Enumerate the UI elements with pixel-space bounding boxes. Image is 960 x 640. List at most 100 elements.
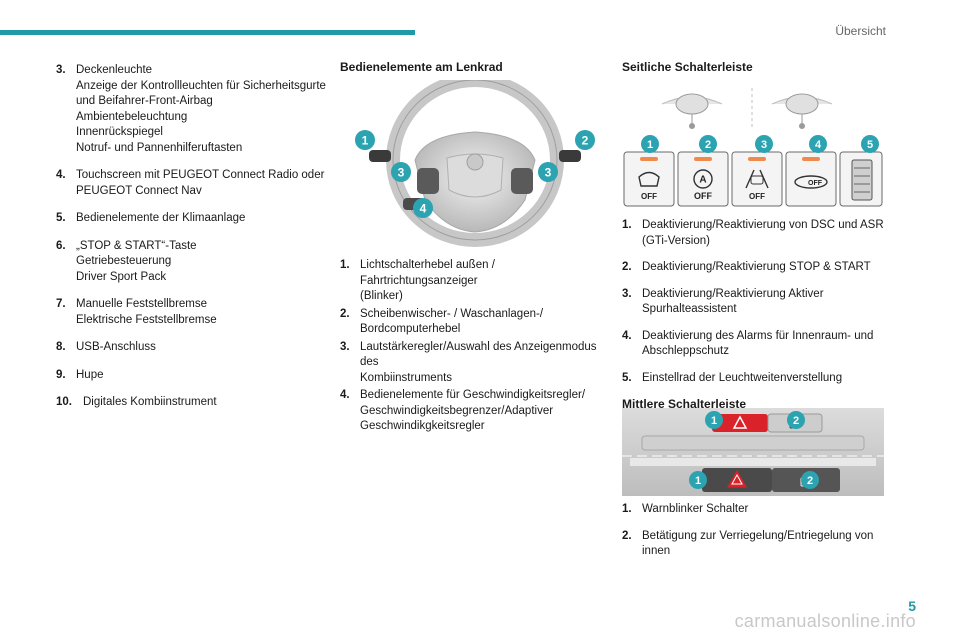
item-number: 1. <box>622 503 632 515</box>
svg-text:4: 4 <box>420 202 427 216</box>
item-text: Kombiinstruments <box>360 371 453 384</box>
list-item: 10. Digitales Kombiinstrument <box>56 395 326 411</box>
svg-text:OFF: OFF <box>808 180 823 187</box>
item-text: Digitales Kombiinstrument <box>83 396 217 408</box>
item-text: Notruf- und Pannenhilferuftasten <box>76 141 243 154</box>
side-switch-panel-figure: OFF A OFF OFF OFF 1 2 3 <box>623 88 883 207</box>
center-switch-panel-heading: Mittlere Schalterleiste <box>622 397 747 411</box>
watermark: carmanualsonline.info <box>734 611 916 631</box>
svg-text:OFF: OFF <box>641 192 657 201</box>
steering-controls-heading: Bedienelemente am Lenkrad <box>340 60 503 74</box>
item-number: 3. <box>56 64 66 76</box>
item-number: 3. <box>622 287 632 300</box>
list-item: 4. Bedienelemente für Geschwindigkeitsre… <box>340 388 610 435</box>
item-number: 7. <box>56 298 66 310</box>
left-stalk <box>369 150 391 162</box>
svg-text:2: 2 <box>793 415 799 427</box>
list-item: 4. Touchscreen mit PEUGEOT Connect Radio… <box>56 168 326 199</box>
item-text: Betätigung zur Verriegelung/Entriegelung… <box>642 529 874 542</box>
item-number: 3. <box>340 340 350 353</box>
item-text: „STOP & START“-Taste <box>76 239 197 252</box>
side-switch-panel-heading: Seitliche Schalterleiste <box>622 60 753 74</box>
item-text: Touchscreen mit PEUGEOT Connect Radio od… <box>76 169 325 181</box>
peugeot-logo-icon <box>466 153 484 171</box>
switch-callout-1: 1 <box>641 135 659 153</box>
item-number: 2. <box>622 261 632 273</box>
mini-dashboard-diagram <box>661 88 833 129</box>
list-item: 2. Betätigung zur Verriegelung/Entriegel… <box>622 529 887 560</box>
item-text: Abschleppschutz <box>642 345 729 357</box>
column-1: 3. Deckenleuchte Anzeige der Kontrollleu… <box>56 63 326 423</box>
callout-3-left: 3 <box>391 162 411 182</box>
item-text: Scheibenwischer- / Waschanlagen-/ <box>360 307 544 320</box>
svg-text:3: 3 <box>398 166 405 180</box>
item-text: Manuelle Feststellbremse <box>76 298 208 310</box>
switch-2: A OFF <box>677 151 729 207</box>
item-number: 4. <box>56 169 66 181</box>
list-item: 3. Deaktivierung/Reaktivierung Aktiver S… <box>622 287 887 318</box>
svg-text:5: 5 <box>867 139 873 151</box>
item-number: 4. <box>340 389 350 401</box>
item-number: 6. <box>56 239 66 252</box>
item-text: Lautstärkeregler/Auswahl des Anzeigenmod… <box>360 340 597 369</box>
svg-text:2: 2 <box>705 139 711 151</box>
item-text: Deaktivierung/Reaktivierung Aktiver <box>642 287 824 300</box>
switch-3: OFF <box>731 151 783 207</box>
switch-1: OFF <box>623 151 675 207</box>
item-text: Einstellrad der Leuchtweitenverstellung <box>642 371 843 384</box>
item-text: Ambientebeleuchtung <box>76 110 188 123</box>
list-item: 2. Scheibenwischer- / Waschanlagen-/ Bor… <box>340 307 610 338</box>
item-number: 4. <box>622 329 632 342</box>
list-item: 6. „STOP & START“-Taste Getriebesteuerun… <box>56 239 326 286</box>
side-switch-list: 1. Deaktivierung/Reaktivierung von DSC u… <box>622 218 887 413</box>
column-2: Bedienelemente am Lenkrad <box>340 60 610 84</box>
center-callout-2-top: 2 <box>787 411 805 429</box>
item-text: Bedienelemente der Klimaanlage <box>76 212 246 224</box>
switch-callout-3: 3 <box>755 135 773 153</box>
svg-text:1: 1 <box>647 139 653 151</box>
callout-3-right: 3 <box>538 162 558 182</box>
list-item: 5. Einstellrad der Leuchtweitenverstellu… <box>622 371 887 387</box>
svg-text:OFF: OFF <box>694 191 712 201</box>
item-text: Warnblinker Schalter <box>642 503 749 515</box>
header-accent-bar <box>0 30 415 35</box>
list-item: 1. Lichtschalterhebel außen / Fahrtricht… <box>340 258 610 305</box>
item-text: Driver Sport Pack <box>76 270 167 283</box>
item-number: 5. <box>56 212 66 224</box>
right-stalk <box>559 150 581 162</box>
item-text: USB-Anschluss <box>76 341 156 353</box>
svg-text:1: 1 <box>695 475 701 487</box>
list-item: 5. Bedienelemente der Klimaanlage <box>56 211 326 227</box>
switch-callout-4: 4 <box>809 135 827 153</box>
item-text: Bedienelemente für Geschwindigkeitsregle… <box>360 389 586 401</box>
item-number: 10. <box>56 396 72 408</box>
item-number: 1. <box>340 259 350 271</box>
item-text: Hupe <box>76 368 104 381</box>
item-number: 8. <box>56 341 66 353</box>
item-text: Deaktivierung/Reaktivierung von DSC und … <box>642 219 884 231</box>
column-3: Seitliche Schalterleiste <box>622 60 887 84</box>
steering-controls-list: 1. Lichtschalterhebel außen / Fahrtricht… <box>340 258 610 437</box>
switch-4: OFF <box>785 151 837 207</box>
svg-text:2: 2 <box>807 475 813 487</box>
item-number: 9. <box>56 368 66 381</box>
svg-text:OFF: OFF <box>749 192 765 201</box>
item-text: Getriebesteuerung <box>76 255 172 267</box>
item-text: Deckenleuchte <box>76 64 153 76</box>
center-callout-1-bottom: 1 <box>689 471 707 489</box>
item-text: innen <box>642 545 671 557</box>
list-item: 3. Lautstärkeregler/Auswahl des Anzeigen… <box>340 340 610 387</box>
svg-text:1: 1 <box>362 134 369 148</box>
item-text: (Blinker) <box>360 290 403 302</box>
item-number: 2. <box>340 307 350 320</box>
list-item: 1. Deaktivierung/Reaktivierung von DSC u… <box>622 218 887 249</box>
section-title: Übersicht <box>835 24 886 38</box>
svg-text:2: 2 <box>582 134 589 148</box>
center-callout-1-top: 1 <box>705 411 723 429</box>
callout-1: 1 <box>355 130 375 150</box>
item-text: Innenrückspiegel <box>76 126 163 138</box>
item-text: Deaktivierung des Alarms für Innenraum- … <box>642 329 874 342</box>
right-controls <box>511 168 533 194</box>
item-text: Anzeige der Kontrollleuchten für Sicherh… <box>76 79 326 92</box>
item-number: 5. <box>622 371 632 384</box>
